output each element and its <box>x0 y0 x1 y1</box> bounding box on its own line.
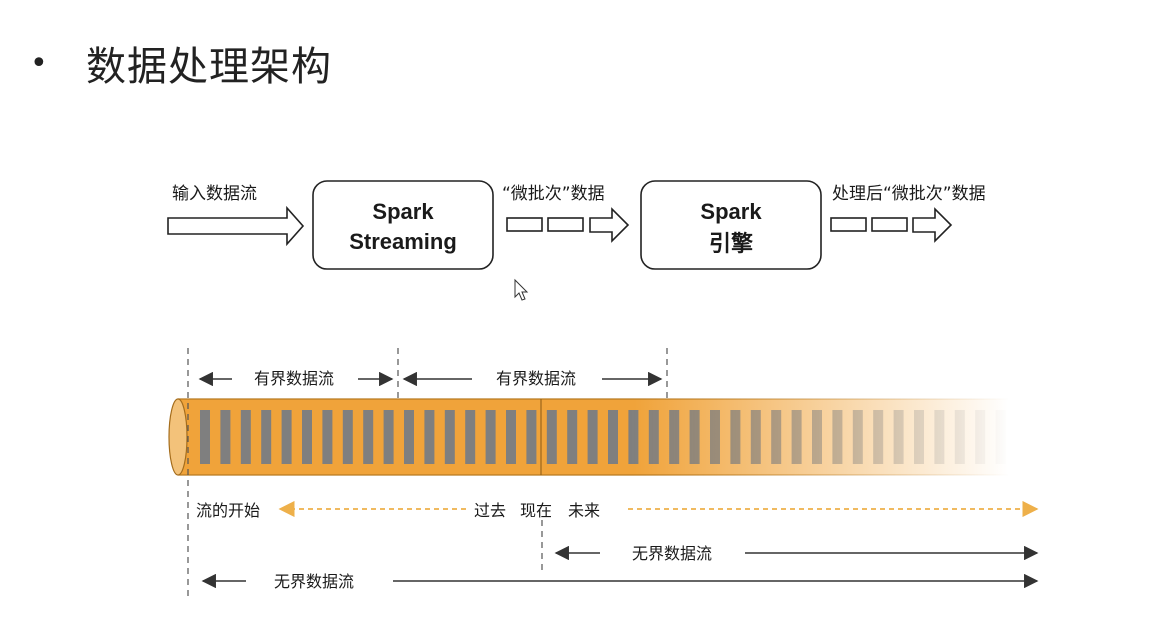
stream-record-bar <box>852 410 863 464</box>
processed-batch-arrow-icon <box>912 207 953 243</box>
stream-record-bar <box>424 410 435 464</box>
stream-record-bar <box>995 410 1006 464</box>
stream-record-bar <box>730 410 741 464</box>
title-row: • 数据处理架构 <box>30 34 332 92</box>
tube-start-cap <box>168 398 188 476</box>
stream-record-bar <box>954 410 965 464</box>
stream-record-bar <box>648 410 659 464</box>
stream-record-bar <box>975 410 986 464</box>
stream-record-bar <box>281 410 292 464</box>
stream-record-bar <box>791 410 802 464</box>
stream-record-bar <box>220 410 231 464</box>
micro-batch-label: “微批次”数据 <box>502 184 605 204</box>
page-title: 数据处理架构 <box>86 44 332 90</box>
stream-record-bar <box>444 410 455 464</box>
stream-record-bar <box>750 410 761 464</box>
spark-engine-line2: 引擎 <box>709 231 753 256</box>
stream-record-bar <box>506 410 516 464</box>
spark-engine-line1: Spark <box>700 199 762 224</box>
stream-record-bar <box>587 410 598 464</box>
stream-record-bar <box>302 410 312 464</box>
spark-engine-box: Spark 引擎 <box>640 180 822 270</box>
input-stream-label: 输入数据流 <box>172 184 257 204</box>
stream-record-bar <box>914 410 924 464</box>
stream-record-bar <box>832 410 843 464</box>
stream-record-bar <box>608 410 618 464</box>
stream-record-bars <box>200 410 1006 464</box>
stream-record-bar <box>363 410 374 464</box>
stream-record-bar <box>200 410 210 464</box>
stream-record-bar <box>934 410 945 464</box>
micro-batch-arrow-icon <box>589 207 630 243</box>
bounded-stream-label-2: 有界数据流 <box>496 369 576 388</box>
spark-streaming-line1: Spark <box>372 199 434 224</box>
mouse-pointer-icon <box>514 278 529 301</box>
stream-record-bar <box>383 410 394 464</box>
stream-record-bar <box>240 410 251 464</box>
stream-record-bar <box>628 410 639 464</box>
processed-batch-blocks <box>830 207 953 243</box>
bullet-icon: • <box>30 45 48 81</box>
processed-batch-label: 处理后“微批次”数据 <box>832 184 986 204</box>
stream-record-bar <box>689 410 700 464</box>
micro-batch-blocks <box>506 207 630 243</box>
stream-record-bar <box>485 410 496 464</box>
stream-record-bar <box>404 410 414 464</box>
data-stream-tube <box>168 398 1008 476</box>
unbounded-stream-label-2: 无界数据流 <box>274 572 354 591</box>
bounded-stream-label-1: 有界数据流 <box>254 369 334 388</box>
stream-record-bar <box>710 410 720 464</box>
stream-record-bar <box>546 410 557 464</box>
stream-record-bar <box>567 410 578 464</box>
stream-record-bar <box>893 410 904 464</box>
stream-record-bar <box>322 410 333 464</box>
stream-start-label: 流的开始 <box>196 501 260 520</box>
stream-record-bar <box>526 410 537 464</box>
stream-record-bar <box>771 410 782 464</box>
future-label: 未来 <box>568 501 600 520</box>
input-arrow-icon <box>167 205 305 247</box>
spark-streaming-box: Spark Streaming <box>312 180 494 270</box>
stream-record-bar <box>465 410 476 464</box>
stream-record-bar <box>873 410 884 464</box>
unbounded-stream-label-1: 无界数据流 <box>632 544 712 563</box>
stream-record-bar <box>261 410 272 464</box>
stream-record-bar <box>812 410 822 464</box>
now-label: 现在 <box>520 501 552 520</box>
spark-streaming-line2: Streaming <box>349 229 457 254</box>
stream-record-bar <box>342 410 353 464</box>
stream-record-bar <box>669 410 680 464</box>
past-label: 过去 <box>474 501 506 520</box>
